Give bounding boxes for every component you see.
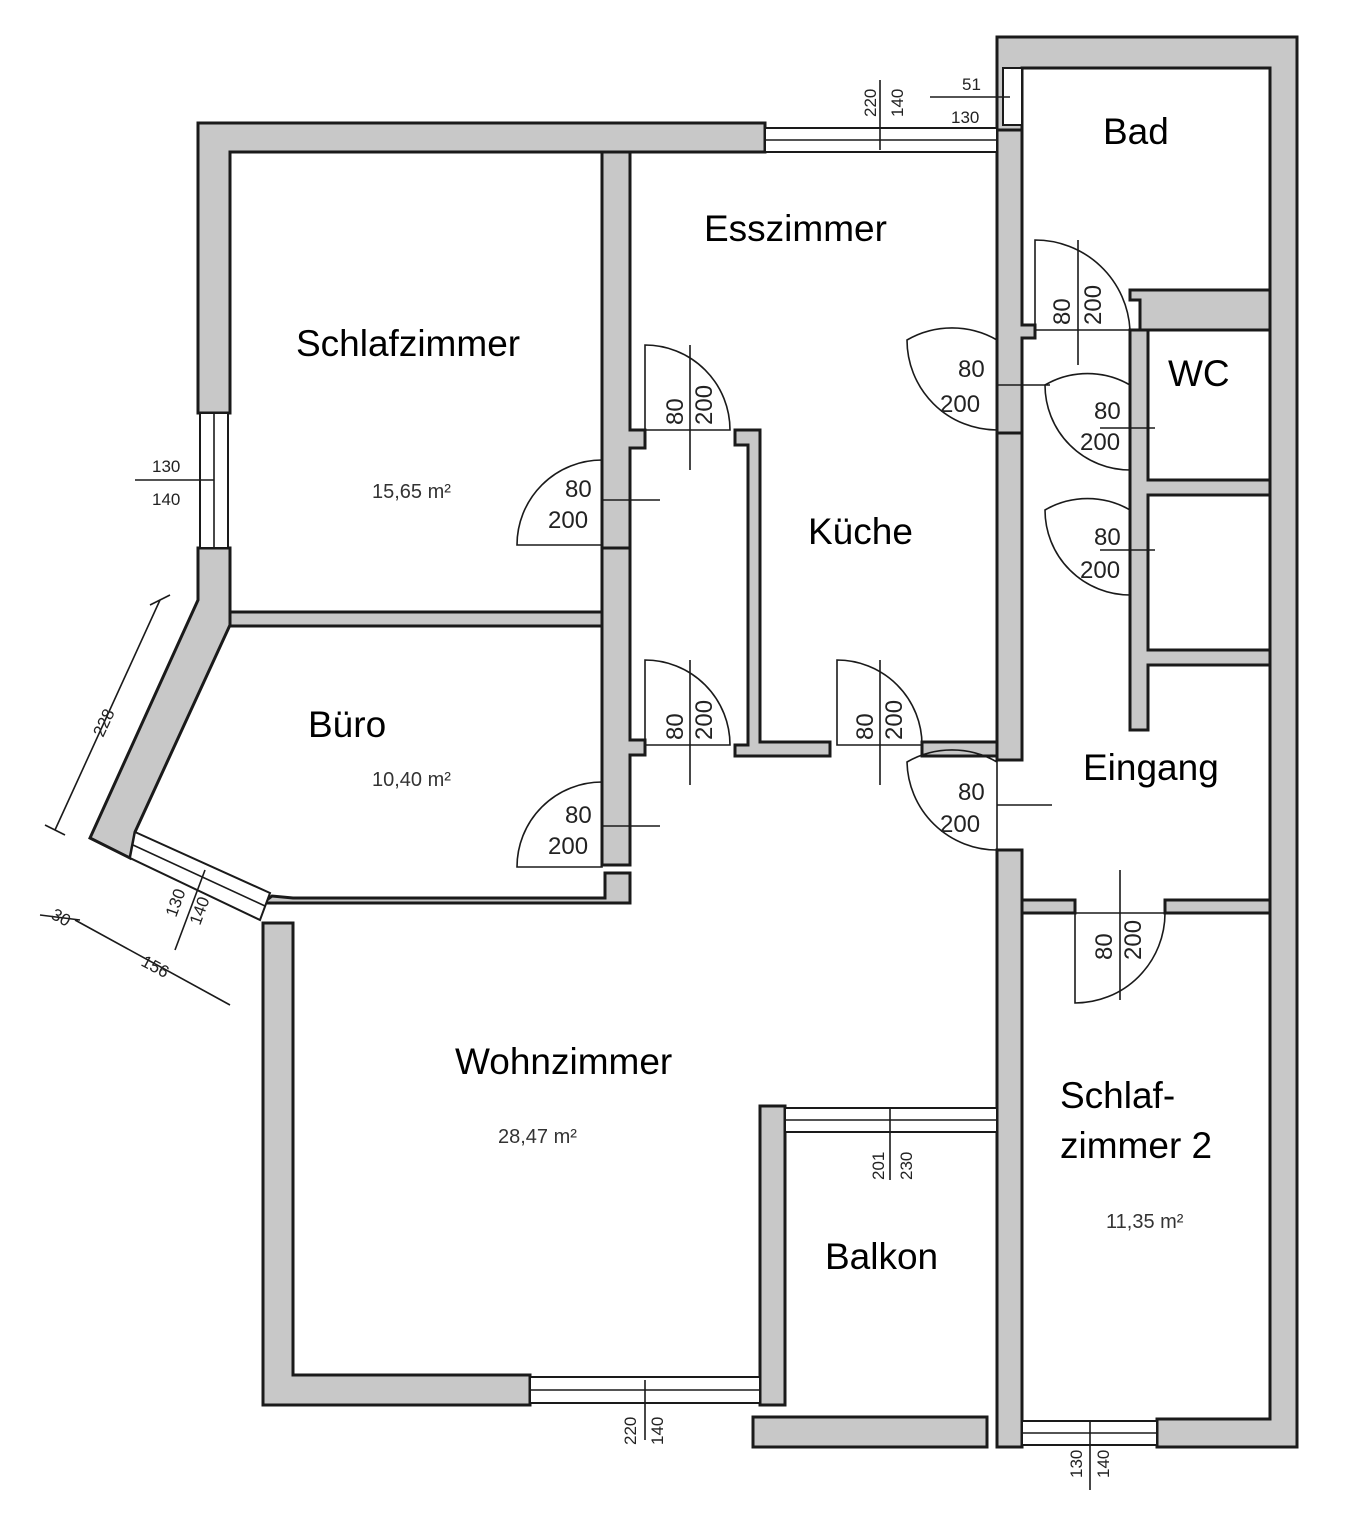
door-width-wc: 80 [1094,398,1121,425]
room-label-schlafzimmer: Schlafzimmer [296,323,520,364]
wall-wohnzimmer-right [995,848,1024,1449]
door-height-flur: 200 [691,700,718,740]
door-height-abstell: 200 [1080,557,1120,584]
door-arc-schlafzimmer [516,459,603,546]
room-label-kueche: Küche [808,511,913,552]
room-label-buero: Büro [308,704,386,745]
window-bad-b: 130 [951,108,979,127]
window-schlafzimmer-b: 140 [152,490,180,509]
area-schlafzimmer: 15,65 m² [372,481,451,503]
door-height-wc: 200 [1080,429,1120,456]
window-schlafzimmer2-a: 130 [1067,1450,1086,1478]
room-label-balkon: Balkon [825,1236,938,1277]
window-schlafzimmer2-b: 140 [1094,1450,1113,1478]
dimension-buero-window: 156 [138,952,172,982]
door-arc-esszimmer [906,327,998,431]
area-buero: 10,40 m² [372,769,451,791]
door-arc-kueche [836,659,923,746]
door-width-abstell: 80 [1094,524,1121,551]
door-width-eingang: 80 [958,779,985,806]
room-label-bad: Bad [1103,111,1169,152]
door-width-flur: 80 [662,713,689,740]
door-arc-schlafzimmer2 [1074,912,1166,1004]
dimension-buero-wall: 228 [89,706,118,740]
wall-schlafzimmer-esszimmer [600,150,647,550]
door-arc-eingang [906,749,998,851]
wall-kueche-right [995,128,1037,435]
window-esszimmer-b: 140 [888,89,907,117]
door-swings [516,239,1166,1004]
window-labels: 220 140 51 130 130 140 130 140 220 140 2… [152,75,1113,1478]
door-height-esszimmer: 200 [940,391,980,418]
wall-eingang-bottom [1020,898,1077,915]
wall-kueche-bottom [920,740,999,758]
door-height-eingang: 200 [940,811,980,838]
area-labels: 15,65 m² 10,40 m² 28,47 m² 11,35 m² [372,481,1184,1233]
room-label-wohnzimmer: Wohnzimmer [455,1041,672,1082]
dimension-buero-offset: 30 [48,905,74,931]
room-label-wc: WC [1168,353,1230,394]
door-width-esszimmer: 80 [958,356,985,383]
wall-eingang-bottom-right [1163,898,1272,915]
dimension-lines [39,80,1091,1490]
room-label-schlafzimmer2-line2: zimmer 2 [1060,1125,1212,1166]
window-wohnzimmer-b: 140 [648,1417,667,1445]
door-height-esszimmer-flur: 200 [691,385,718,425]
wall-wc-left [1128,328,1272,732]
door-arc-esszimmer-flur [644,344,731,431]
room-labels: Schlafzimmer Esszimmer Bad WC Küche Büro… [296,111,1230,1277]
door-height-schlafzimmer2: 200 [1120,920,1147,960]
door-height-buero: 200 [548,833,588,860]
door-arc-flur [644,659,731,746]
window-buero-b: 140 [186,894,214,927]
door-arc-bad [1034,239,1131,331]
room-label-schlafzimmer2-line1: Schlaf- [1060,1075,1175,1116]
outer-wall-wohnzimmer [258,871,632,905]
wall-balkon-left [758,1104,787,1407]
door-height-kueche: 200 [881,700,908,740]
wall-flur-left [600,546,647,867]
room-label-eingang: Eingang [1083,747,1219,788]
wall-kueche-left [733,428,832,758]
walls [88,35,1299,1449]
window-balkon-b: 230 [897,1152,916,1180]
door-width-bad: 80 [1049,298,1076,325]
window-bad-a: 51 [962,75,981,94]
room-label-esszimmer: Esszimmer [704,208,887,249]
door-width-schlafzimmer: 80 [565,476,592,503]
outer-wall-right [995,35,1299,1449]
door-arc-abstell [1044,497,1131,596]
wall-bad-bottom [1128,288,1272,332]
window-buero-a: 130 [162,886,190,919]
outer-wall-left-lower [88,546,232,861]
window-schlafzimmer-a: 130 [152,457,180,476]
window-wohnzimmer-a: 220 [621,1417,640,1445]
wall-balkon-bottom [751,1415,989,1449]
door-height-schlafzimmer: 200 [548,507,588,534]
door-width-buero: 80 [565,802,592,829]
door-height-bad: 200 [1080,285,1107,325]
door-width-esszimmer-flur: 80 [662,398,689,425]
area-wohnzimmer: 28,47 m² [498,1126,577,1148]
door-arc-wc [1044,372,1131,471]
outer-wall-wohnzimmer-left [261,921,532,1407]
wall-eingang-left [995,431,1024,762]
wall-schlafzimmer-buero [228,610,604,628]
door-width-kueche: 80 [852,713,879,740]
door-labels: 80 200 80 200 80 200 80 200 80 200 80 20… [548,285,1147,960]
window-balkon-a: 201 [869,1152,888,1180]
window-esszimmer-a: 220 [861,89,880,117]
door-arc-buero [516,781,603,868]
area-schlafzimmer2: 11,35 m² [1106,1211,1184,1233]
outer-wall-top [196,121,767,415]
door-width-schlafzimmer2: 80 [1091,933,1118,960]
